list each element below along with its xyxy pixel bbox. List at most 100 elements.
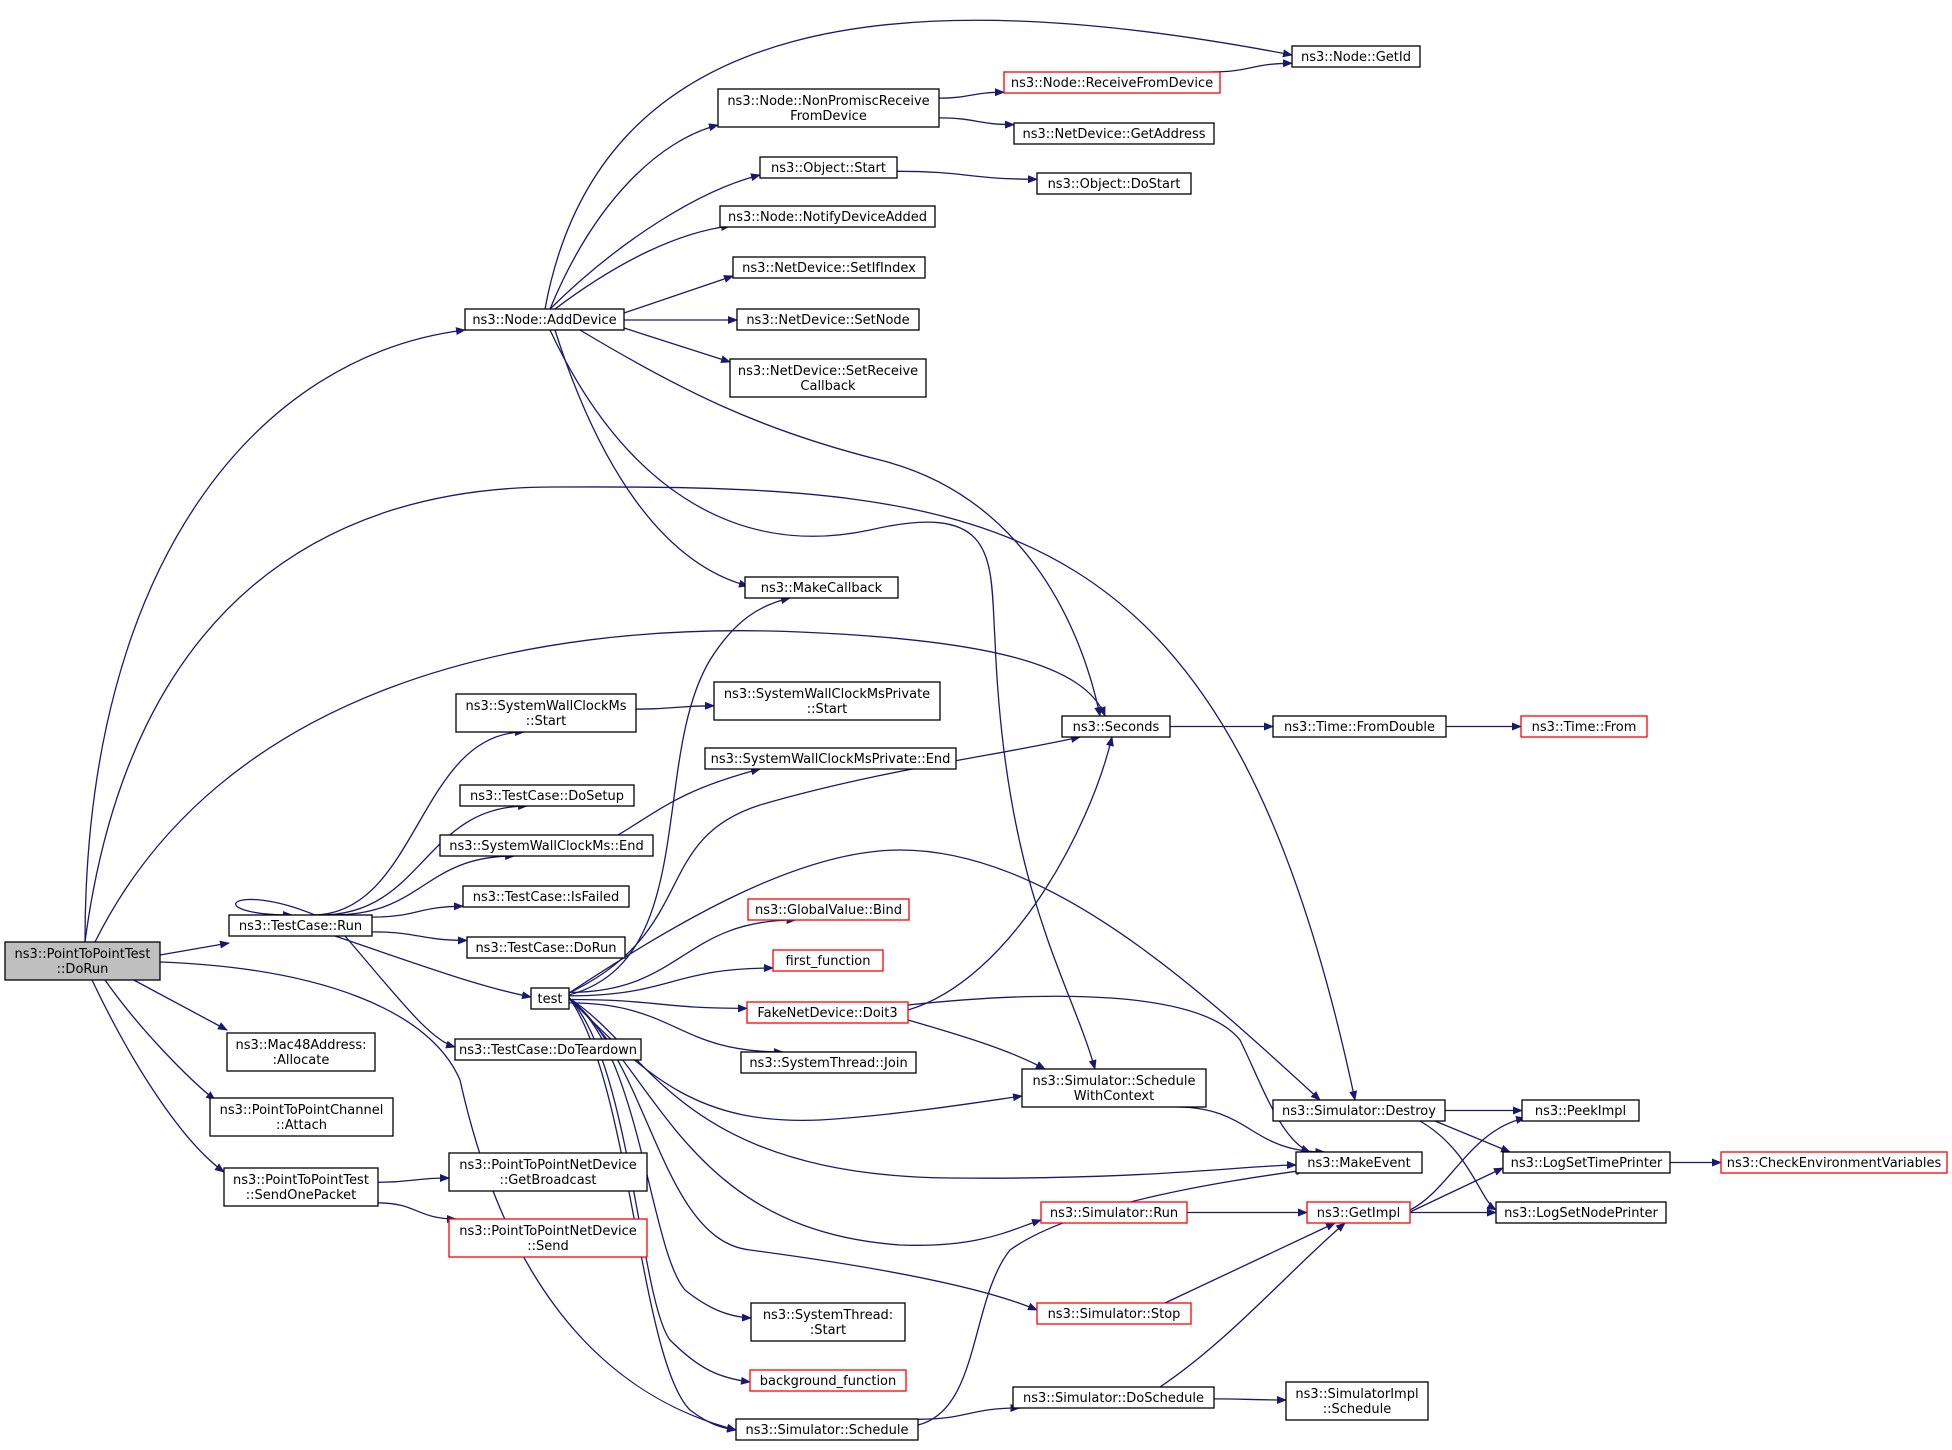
edge-doit3-to-schedwithctx [907,1019,1046,1070]
node-simrun[interactable]: ns3::Simulator::Run [1040,1201,1188,1224]
node-box [1061,715,1171,738]
node-label: test [538,992,563,1007]
node-mac48[interactable]: ns3::Mac48Address::Allocate [226,1032,376,1072]
node-label: ns3::Node::NonPromiscReceive [727,94,929,109]
node-box [1272,715,1447,738]
node-box [1285,1381,1429,1421]
node-label: ns3::SystemWallClockMsPrivate::End [711,752,951,767]
node-doit3[interactable]: FakeNetDevice::Doit3 [746,1001,909,1024]
node-simimplschedule[interactable]: ns3::SimulatorImpl::Schedule [1285,1381,1429,1421]
node-notifydeviceadded[interactable]: ns3::Node::NotifyDeviceAdded [719,205,936,228]
node-logsetnodeprinter[interactable]: ns3::LogSetNodePrinter [1495,1201,1667,1224]
edge-adddevice-to-schedwithctx [549,329,1097,1070]
node-box [454,1038,642,1061]
edge-simstop-to-getimpl [1164,1222,1336,1304]
node-gvbind[interactable]: ns3::GlobalValue::Bind [747,898,910,921]
node-ststart[interactable]: ns3::SystemThread::Start [750,1302,906,1342]
node-p2psend[interactable]: ns3::PointToPointNetDevice::Send [448,1218,648,1258]
node-label: ns3::TestCase::IsFailed [473,890,620,905]
node-tcrun[interactable]: ns3::TestCase::Run [228,914,373,937]
node-getid[interactable]: ns3::Node::GetId [1291,45,1421,68]
node-label: ns3::Object::Start [771,161,886,176]
node-p2pchannel[interactable]: ns3::PointToPointChannel::Attach [209,1097,394,1137]
node-label: ns3::Node::NotifyDeviceAdded [728,210,927,225]
edge-test-to-firstfunction [568,964,774,997]
edge-adddevice-to-setreceivecallback [623,327,731,364]
node-label: ns3::Time::From [1532,720,1637,735]
node-label: ns3::PointToPointNetDevice [459,1224,637,1239]
node-label: ns3::PointToPointChannel [220,1103,384,1118]
node-dosetup[interactable]: ns3::TestCase::DoSetup [459,784,635,807]
node-timefrom[interactable]: ns3::Time::From [1520,715,1648,738]
node-box [735,1418,919,1441]
node-label: ::DoRun [57,962,109,977]
node-label: ns3::Mac48Address: [235,1038,366,1053]
node-box [1013,122,1215,145]
node-label: ns3::Simulator::DoSchedule [1023,1391,1204,1406]
node-swcpstart[interactable]: ns3::SystemWallClockMsPrivate::Start [713,681,941,721]
node-checkenv[interactable]: ns3::CheckEnvironmentVariables [1720,1151,1948,1174]
node-label: ns3::TestCase::DoSetup [470,789,624,804]
node-makeevent[interactable]: ns3::MakeEvent [1295,1151,1423,1174]
node-seconds[interactable]: ns3::Seconds [1061,715,1171,738]
node-box [228,914,373,937]
node-label: ns3::Node::ReceiveFromDevice [1011,76,1213,91]
node-tcdorun[interactable]: ns3::TestCase::DoRun [466,936,626,959]
node-doteardown[interactable]: ns3::TestCase::DoTeardown [454,1038,642,1061]
node-bgfunction[interactable]: background_function [749,1369,907,1392]
node-box [719,205,936,228]
node-simstop[interactable]: ns3::Simulator::Stop [1036,1302,1192,1325]
node-simdestroy[interactable]: ns3::Simulator::Destroy [1272,1099,1446,1122]
node-label: ns3::Simulator::Run [1050,1206,1178,1221]
edge-adddevice-to-makecallback [554,329,749,588]
node-label: ns3::NetDevice::SetNode [746,313,909,328]
edge-tcrun-to-tcdorun [371,931,468,945]
edge-swcstart-to-swcpstart [635,701,715,710]
node-sendonepacket[interactable]: ns3::PointToPointTest::SendOnePacket [223,1167,379,1207]
node-box [1036,172,1192,195]
node-simschedule[interactable]: ns3::Simulator::Schedule [735,1418,919,1441]
node-isfailed[interactable]: ns3::TestCase::IsFailed [462,885,630,908]
node-label: ns3::SimulatorImpl [1295,1387,1418,1402]
node-getbroadcast[interactable]: ns3::PointToPointNetDevice::GetBroadcast [448,1152,648,1192]
node-getaddress[interactable]: ns3::NetDevice::GetAddress [1013,122,1215,145]
node-simdoschedule[interactable]: ns3::Simulator::DoSchedule [1012,1386,1215,1409]
node-makecallback[interactable]: ns3::MakeCallback [744,576,899,599]
node-box [448,1152,648,1192]
node-objstart[interactable]: ns3::Object::Start [759,156,898,179]
node-dorun[interactable]: ns3::PointToPointTest::DoRun [4,941,161,981]
node-box [704,747,957,770]
node-stjoin[interactable]: ns3::SystemThread::Join [740,1051,917,1074]
node-box [749,1369,907,1392]
node-dostart[interactable]: ns3::Object::DoStart [1036,172,1192,195]
node-box [1003,71,1221,94]
node-firstfunction[interactable]: first_function [772,949,884,972]
edge-dorun-to-adddevice [84,327,466,943]
node-peekimpl[interactable]: ns3::PeekImpl [1521,1099,1640,1122]
node-swcstart[interactable]: ns3::SystemWallClockMs::Start [455,693,637,733]
node-label: ns3::Object::DoStart [1048,177,1181,192]
node-test[interactable]: test [530,987,570,1010]
node-swcend[interactable]: ns3::SystemWallClockMs::End [439,834,654,857]
node-setifindex[interactable]: ns3::NetDevice::SetIfIndex [732,256,926,279]
edge-getimpl-to-peekimpl [1409,1116,1526,1211]
edge-dorun-to-simdestroy [84,486,1358,1101]
node-swcpend[interactable]: ns3::SystemWallClockMsPrivate::End [704,747,957,770]
node-label: ::SendOnePacket [246,1188,357,1203]
edge-getimpl-to-logsettimeprinter [1409,1167,1504,1213]
edge-test-to-bgfunction [568,997,751,1385]
node-getimpl[interactable]: ns3::GetImpl [1306,1201,1411,1224]
node-logsettimeprinter[interactable]: ns3::LogSetTimePrinter [1502,1151,1671,1174]
node-adddevice[interactable]: ns3::Node::AddDevice [464,308,625,331]
node-setnode[interactable]: ns3::NetDevice::SetNode [736,308,920,331]
node-box [713,681,941,721]
edge-nonpromisc-to-getaddress [938,117,1015,129]
node-receivefromdevice[interactable]: ns3::Node::ReceiveFromDevice [1003,71,1221,94]
node-label: first_function [785,954,870,969]
node-box [226,1032,376,1072]
node-box [223,1167,379,1207]
node-fromdouble[interactable]: ns3::Time::FromDouble [1272,715,1447,738]
